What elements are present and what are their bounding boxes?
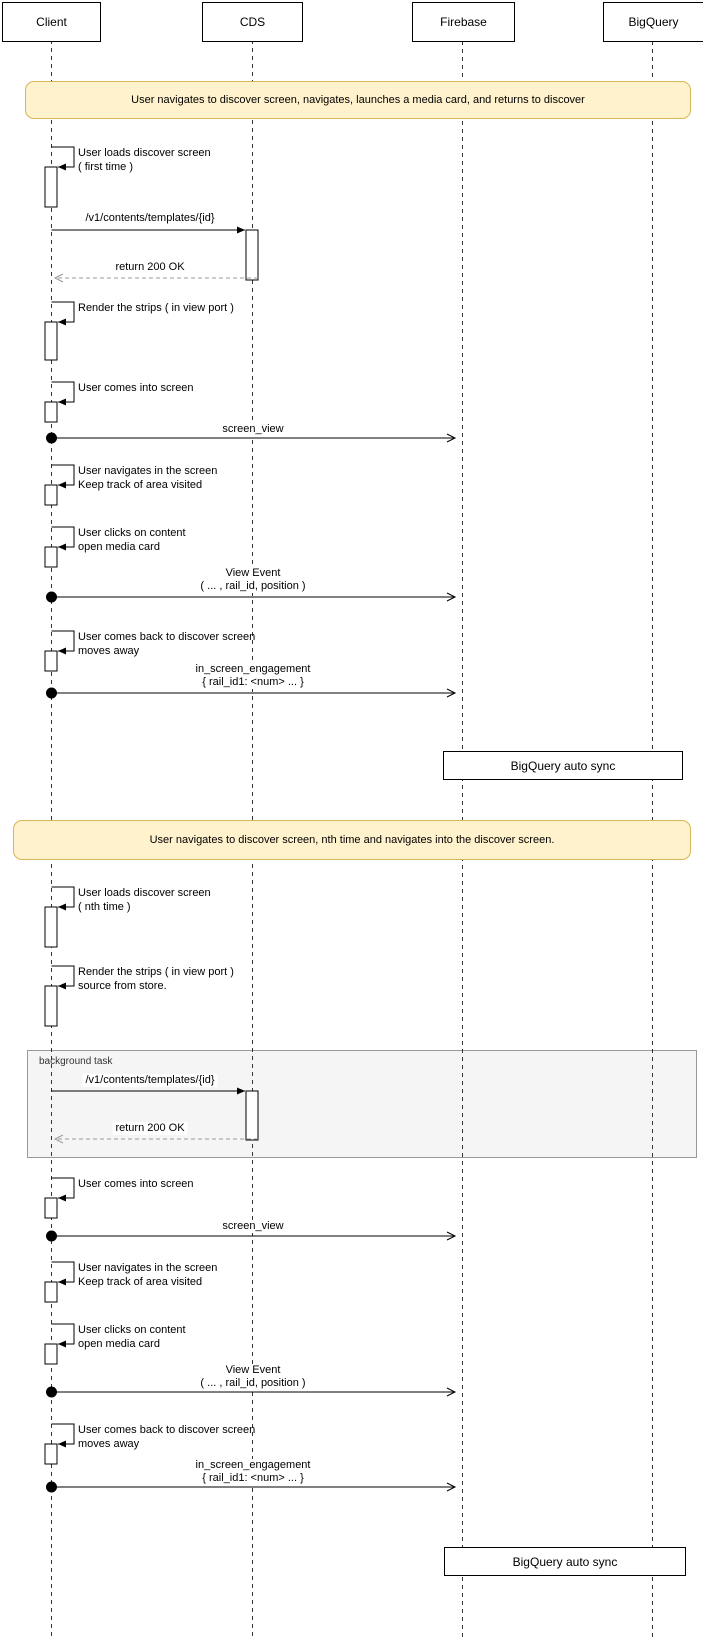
self-message-label: User clicks on content open media card	[78, 1323, 186, 1351]
message-line: View Event	[225, 567, 281, 579]
message-line: ( first time )	[78, 161, 133, 173]
bigquery-auto-sync-box: BigQuery auto sync	[444, 1547, 686, 1576]
arrow-label-fetch-templates: /v1/contents/templates/{id}	[82, 212, 218, 225]
arrow-label-in-screen-engagement: in_screen_engagement { rail_id1: <num> .…	[192, 1459, 314, 1485]
banner-second-scenario: User navigates to discover screen, nth t…	[13, 820, 691, 860]
self-message-label: User comes back to discover screen moves…	[78, 1423, 255, 1451]
actor-label: Firebase	[440, 15, 487, 29]
self-message-label: User navigates in the screen Keep track …	[78, 464, 217, 492]
message-line: User comes back to discover screen	[78, 631, 256, 643]
activation-bar	[44, 1443, 58, 1465]
self-message-label: User comes back to discover screen moves…	[78, 630, 255, 658]
message-line: User loads discover screen	[78, 887, 211, 899]
background-task-label: background task	[39, 1056, 113, 1067]
message-line: in_screen_engagement	[195, 663, 311, 675]
message-line: moves away	[78, 645, 140, 657]
self-message-arrow	[51, 630, 75, 655]
message-line: User comes into screen	[78, 1178, 194, 1190]
activation-bar	[245, 1090, 259, 1141]
self-message-arrow	[51, 965, 75, 990]
self-message-arrow	[51, 1423, 75, 1448]
self-message-arrow	[51, 1261, 75, 1286]
actor-firebase: Firebase	[412, 2, 515, 42]
actor-label: BigQuery	[628, 15, 679, 29]
message-line: User clicks on content	[78, 1324, 186, 1336]
message-line: Render the strips ( in view port )	[78, 302, 234, 314]
message-line: in_screen_engagement	[195, 1459, 311, 1471]
banner-first-scenario: User navigates to discover screen, navig…	[25, 81, 691, 119]
arrow-label-screen-view: screen_view	[219, 1220, 287, 1233]
background-task-frame	[27, 1050, 697, 1158]
activation-bar	[44, 484, 58, 506]
self-message-arrow	[51, 1177, 75, 1202]
self-message-arrow	[51, 886, 75, 911]
message-line: Keep track of area visited	[78, 1276, 203, 1288]
self-message-arrow	[51, 464, 75, 489]
self-message-arrow	[51, 381, 75, 406]
message-line: source from store.	[78, 980, 167, 992]
arrow-label-in-screen-engagement: in_screen_engagement { rail_id1: <num> .…	[192, 663, 314, 689]
banner-text: User navigates to discover screen, navig…	[131, 94, 585, 106]
bigquery-auto-sync-box: BigQuery auto sync	[443, 751, 683, 780]
activation-bar	[44, 401, 58, 423]
self-message-arrow	[51, 1323, 75, 1348]
self-message-arrow	[51, 146, 75, 171]
message-line: User comes back to discover screen	[78, 1424, 256, 1436]
activation-bar	[44, 906, 58, 948]
sync-box-label: BigQuery auto sync	[512, 1554, 618, 1569]
sync-box-label: BigQuery auto sync	[510, 758, 616, 773]
message-line: User navigates in the screen	[78, 1262, 218, 1274]
arrow-label-view-event: View Event ( ... , rail_id, position )	[197, 1364, 309, 1390]
self-message-label: User comes into screen	[78, 381, 194, 395]
self-message-label: User comes into screen	[78, 1177, 194, 1191]
activation-bar	[245, 229, 259, 281]
message-line: Keep track of area visited	[78, 479, 203, 491]
self-message-label: User loads discover screen ( first time …	[78, 146, 211, 174]
message-line: ( nth time )	[78, 901, 131, 913]
message-line: { rail_id1: <num> ... }	[202, 676, 304, 688]
message-line: Render the strips ( in view port )	[78, 966, 234, 978]
activation-bar	[44, 166, 58, 208]
self-message-label: User navigates in the screen Keep track …	[78, 1261, 217, 1289]
arrow-label-view-event: View Event ( ... , rail_id, position )	[197, 567, 309, 593]
activation-bar	[44, 1197, 58, 1219]
self-message-arrow	[51, 301, 75, 326]
actor-label: CDS	[239, 15, 266, 29]
banner-text: User navigates to discover screen, nth t…	[149, 834, 555, 846]
message-line: open media card	[78, 541, 160, 553]
message-line: User navigates in the screen	[78, 465, 218, 477]
message-line: User loads discover screen	[78, 147, 211, 159]
message-line: View Event	[225, 1364, 281, 1376]
self-message-label: Render the strips ( in view port ) sourc…	[78, 965, 234, 993]
arrow-label-screen-view: screen_view	[219, 423, 287, 436]
self-message-arrow	[51, 526, 75, 551]
activation-bar	[44, 321, 58, 361]
activation-bar	[44, 650, 58, 672]
arrow-label-fetch-templates: /v1/contents/templates/{id}	[82, 1074, 218, 1087]
arrow-label-return-ok: return 200 OK	[112, 1122, 188, 1135]
activation-bar	[44, 1281, 58, 1303]
actor-label: Client	[36, 15, 67, 29]
actor-client: Client	[2, 2, 101, 42]
message-line: { rail_id1: <num> ... }	[202, 1472, 304, 1484]
activation-bar	[44, 546, 58, 568]
activation-bar	[44, 1343, 58, 1365]
message-line: open media card	[78, 1338, 160, 1350]
activation-bar	[44, 985, 58, 1027]
self-message-label: User loads discover screen ( nth time )	[78, 886, 211, 914]
actor-cds: CDS	[202, 2, 303, 42]
self-message-label: User clicks on content open media card	[78, 526, 186, 554]
arrow-label-return-ok: return 200 OK	[112, 261, 188, 274]
self-message-label: Render the strips ( in view port )	[78, 301, 234, 315]
message-line: moves away	[78, 1438, 140, 1450]
message-line: ( ... , rail_id, position )	[200, 1377, 306, 1389]
message-line: User comes into screen	[78, 382, 194, 394]
actor-bigquery: BigQuery	[603, 2, 703, 42]
message-line: ( ... , rail_id, position )	[200, 580, 306, 592]
message-line: User clicks on content	[78, 527, 186, 539]
